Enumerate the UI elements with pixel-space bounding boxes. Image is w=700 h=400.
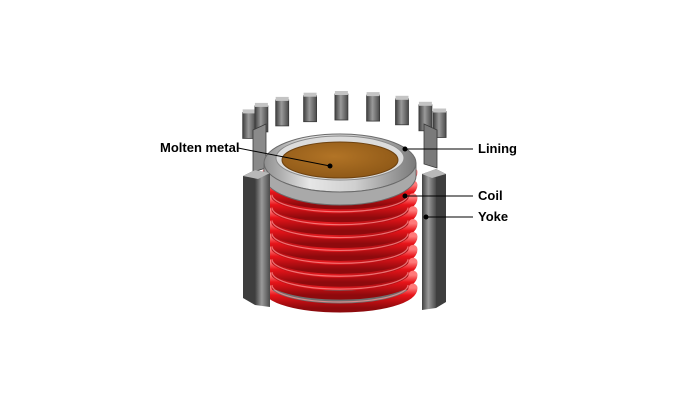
coil-turn [262, 193, 418, 223]
label-molten-metal: Molten metal [160, 140, 333, 169]
coil-turn [262, 270, 418, 300]
coil-turn [262, 219, 418, 249]
label-lining-text: Lining [478, 141, 517, 156]
coil-turn-highlight [271, 272, 409, 290]
yoke-segment-back-side [423, 123, 438, 169]
coil-turn-highlight [271, 246, 409, 264]
yoke-segment-front-right [422, 169, 446, 310]
coil-turn-highlight [271, 284, 409, 303]
coil-turn [262, 257, 418, 287]
label-yoke-text: Yoke [478, 209, 508, 224]
label-coil-text: Coil [478, 188, 503, 203]
coil-turn [262, 206, 418, 236]
coil-turn-highlight [271, 259, 409, 277]
yoke-segment-front-left [243, 170, 270, 307]
yoke-segment-back [275, 96, 290, 127]
coil-turn [262, 244, 418, 274]
coil-turn-highlight [271, 207, 409, 226]
yoke-front-segments [243, 169, 446, 310]
yoke-back-segments [242, 91, 447, 173]
yoke-segment-back [395, 95, 409, 126]
coil-turn [262, 231, 418, 261]
coil-turn-highlight [271, 194, 409, 213]
yoke-segment-back [334, 91, 349, 121]
coil-turn-highlight [271, 233, 409, 252]
coil-turn-highlight [271, 220, 409, 239]
label-coil: Coil [402, 188, 503, 203]
label-molten-metal-text: Molten metal [160, 140, 239, 155]
yoke-segment-back [303, 92, 318, 123]
label-yoke: Yoke [423, 209, 508, 224]
coil-turn [262, 283, 418, 313]
molten-metal-surface [281, 141, 399, 179]
yoke-segment-back [366, 92, 381, 122]
label-lining: Lining [402, 141, 517, 156]
